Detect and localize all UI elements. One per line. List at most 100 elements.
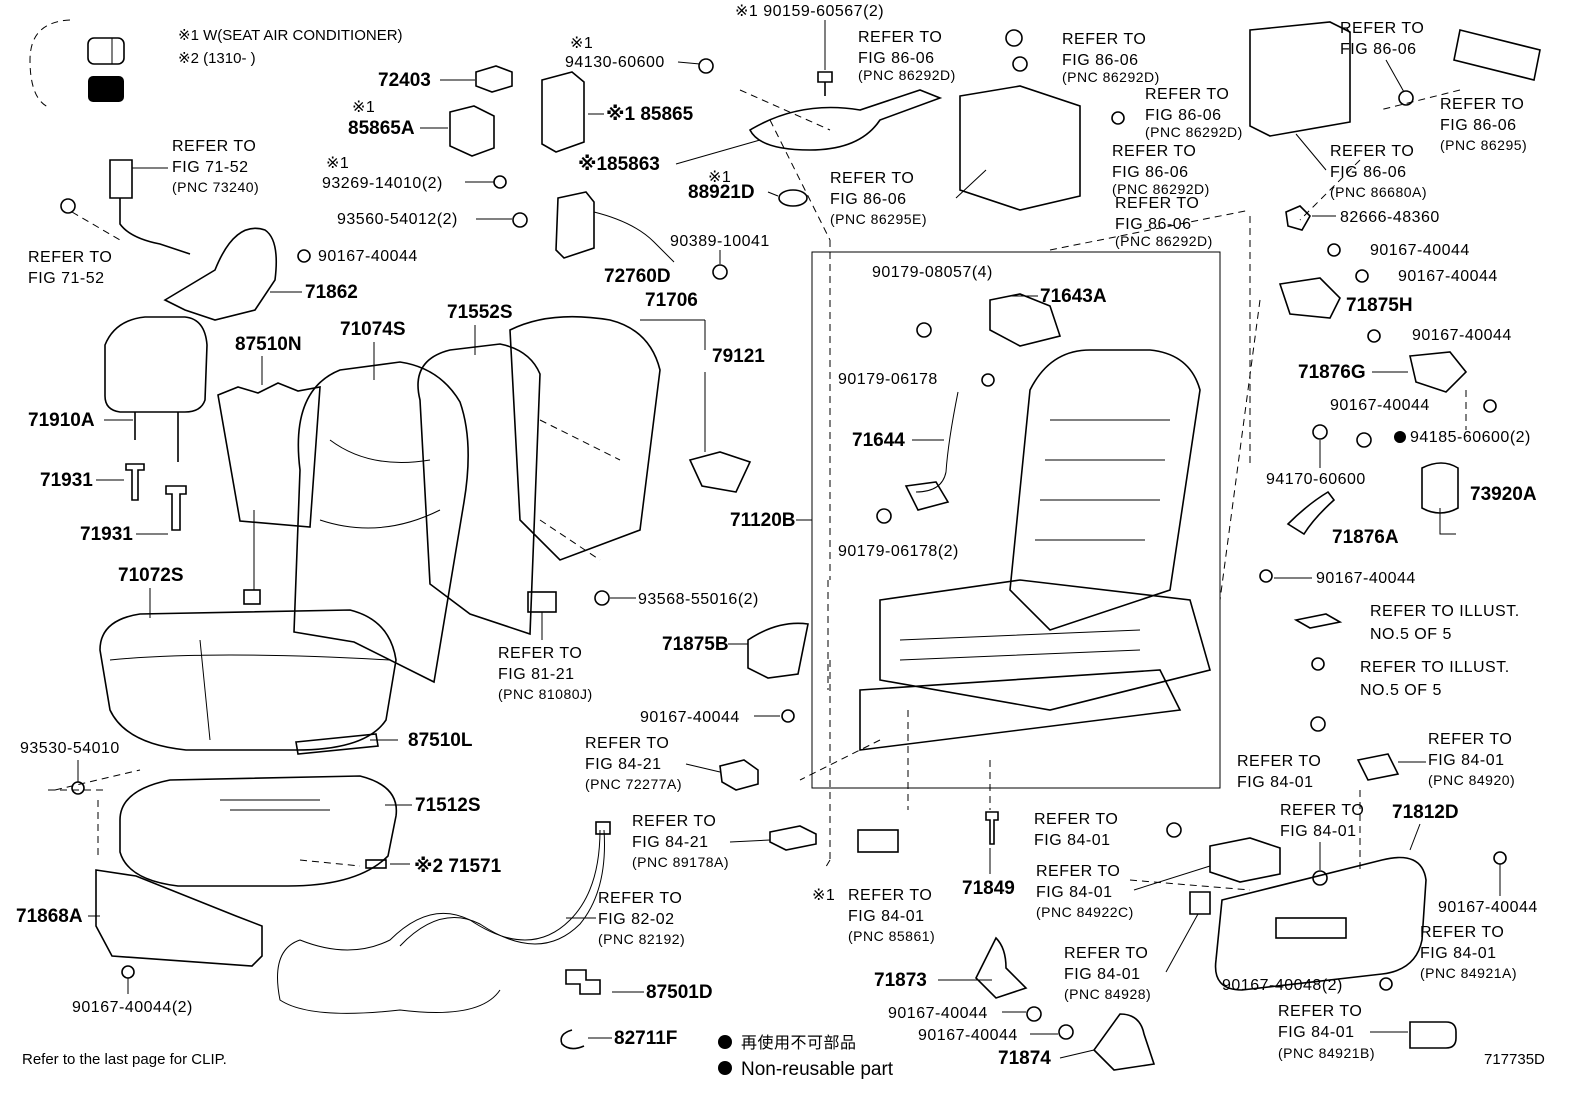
ref-line: (PNC 81080J): [498, 686, 593, 702]
clip-illust-shape: [1293, 613, 1343, 629]
mark-85861: ※1: [812, 887, 835, 904]
label-71706: 71706: [645, 290, 698, 311]
ref-line: NO.5 OF 5: [1370, 626, 1452, 643]
ref-line: REFER TO: [1330, 143, 1414, 160]
ref-line: FIG 86-06: [1330, 164, 1407, 181]
ref-line: (PNC 86292D): [1112, 181, 1210, 197]
label-87510L: 87510L: [408, 730, 473, 751]
ref-86-06-e: REFER TO FIG 86-06 (PNC 86292D): [1115, 195, 1212, 249]
label-71876A: 71876A: [1332, 527, 1399, 548]
leader: [685, 763, 721, 773]
leader: [1133, 865, 1211, 891]
screw-icon: [1367, 329, 1381, 343]
ref-line: FIG 71-52: [172, 159, 249, 176]
bracket-71643A-shape: [989, 293, 1062, 347]
ref-line: REFER TO: [1112, 143, 1196, 160]
label-71931-a: 71931: [40, 470, 93, 491]
assembly-guide-lines: [1049, 209, 1261, 601]
label-90167-40048: 90167-40048(2): [1222, 977, 1343, 994]
cover-71874-shape: [1092, 1013, 1156, 1071]
non-reusable-en: Non-reusable part: [741, 1059, 894, 1080]
label-90179-08057: 90179-08057(4): [872, 264, 993, 281]
label-94170: 94170-60600: [1266, 471, 1366, 488]
label-90389: 90389-10041: [670, 233, 770, 250]
ref-line: FIG 71-52: [28, 270, 105, 287]
label-72760D: 72760D: [604, 266, 671, 287]
label-85865A: 85865A: [348, 118, 415, 139]
label-71571: ※2 71571: [414, 856, 502, 877]
ref-line: (PNC 84921B): [1278, 1045, 1375, 1061]
ref-line: REFER TO: [1440, 96, 1524, 113]
ref-line: REFER TO: [830, 170, 914, 187]
leader: [1409, 823, 1421, 851]
mark-85865A: ※1: [352, 99, 375, 116]
ref-line: FIG 84-01: [1036, 884, 1113, 901]
non-reusable-dot-icon: [718, 1035, 732, 1049]
screw-icon: [1310, 716, 1326, 732]
assembly-guide-lines: [48, 789, 361, 867]
screw-icon: [1327, 243, 1341, 257]
heater-pad-87510N-shape: [217, 382, 321, 528]
wire-shape: [593, 211, 675, 263]
ref-line: (PNC 84922C): [1036, 904, 1134, 920]
ref-line: (PNC 86292D): [1062, 69, 1160, 85]
cushion-pad-71512S-shape: [119, 775, 398, 887]
screw-icon: [594, 590, 610, 606]
clip-82711F-shape: [560, 1029, 585, 1050]
ref-line: FIG 84-01: [1280, 823, 1357, 840]
guide-line: [71, 211, 121, 241]
leader: [1385, 59, 1405, 93]
clip-icon: [1012, 56, 1028, 72]
frame-group-box: [811, 251, 1221, 789]
duct-housing-shape: [959, 85, 1081, 211]
label-71874: 71874: [998, 1048, 1051, 1069]
leader: [1165, 913, 1199, 973]
cushion-pad-detail: [220, 799, 330, 811]
label-93269: 93269-14010(2): [322, 175, 443, 192]
leader: [729, 839, 771, 843]
ref-71-52-a: REFER TO FIG 71-52 (PNC 73240): [172, 138, 259, 195]
switch-outline-icon: [87, 37, 125, 65]
screw-icon: [1259, 569, 1273, 583]
leader: [675, 139, 761, 165]
screw-icon: [781, 709, 795, 723]
guide-line: [54, 769, 141, 791]
headrest-shape: [104, 316, 208, 413]
ref-86-06-a: REFER TO FIG 86-06 (PNC 86292D): [858, 29, 955, 83]
ref-86-06-h: REFER TO FIG 86-06 (PNC 86295): [1440, 96, 1527, 153]
seatback-board-shape: [1249, 21, 1351, 137]
leader: [1295, 133, 1327, 171]
ref-84-01-a: REFER TO FIG 84-01 (PNC 85861): [848, 887, 935, 944]
airbag-73920A-shape: [1421, 462, 1459, 514]
label-90167-h: 90167-40044: [1438, 899, 1538, 916]
ref-line: (PNC 84928): [1064, 986, 1151, 1002]
ref-line: FIG 86-06: [1115, 216, 1192, 233]
label-71862: 71862: [305, 282, 358, 303]
ref-line: FIG 84-01: [1420, 945, 1497, 962]
ref-71-52-b: REFER TO FIG 71-52: [28, 249, 112, 287]
label-71910A: 71910A: [28, 410, 95, 431]
screw-icon: [493, 175, 507, 189]
screw-icon: [1166, 822, 1182, 838]
label-71512S: 71512S: [415, 795, 481, 816]
ref-84-21-b: REFER TO FIG 84-21 (PNC 89178A): [632, 813, 729, 870]
label-79121: 79121: [712, 346, 765, 367]
ref-86-06-g: REFER TO FIG 86-06: [1340, 20, 1424, 58]
ref-86-06-f: REFER TO FIG 86-06 (PNC 86295E): [830, 170, 927, 227]
support-71931-b-shape: [165, 485, 187, 531]
cover-71876A-shape: [1286, 490, 1336, 536]
ref-81-21: REFER TO FIG 81-21 (PNC 81080J): [498, 645, 593, 702]
sensor-71644-shape: [904, 481, 950, 511]
cover-71876G-shape: [1409, 351, 1468, 393]
label-94185: 94185-60600(2): [1410, 429, 1531, 446]
label-90167-g: 90167-40044: [1316, 570, 1416, 587]
cover-71875H-shape: [1278, 277, 1341, 319]
ref-line: REFER TO: [1064, 945, 1148, 962]
back-pad-stitch: [319, 439, 441, 529]
seatback-frame-shape: [1009, 349, 1201, 631]
ref-82-02: REFER TO FIG 82-02 (PNC 82192): [598, 890, 685, 947]
label-71120B: 71120B: [730, 510, 796, 531]
ref-line: FIG 86-06: [830, 191, 907, 208]
label-71868A: 71868A: [16, 906, 83, 927]
